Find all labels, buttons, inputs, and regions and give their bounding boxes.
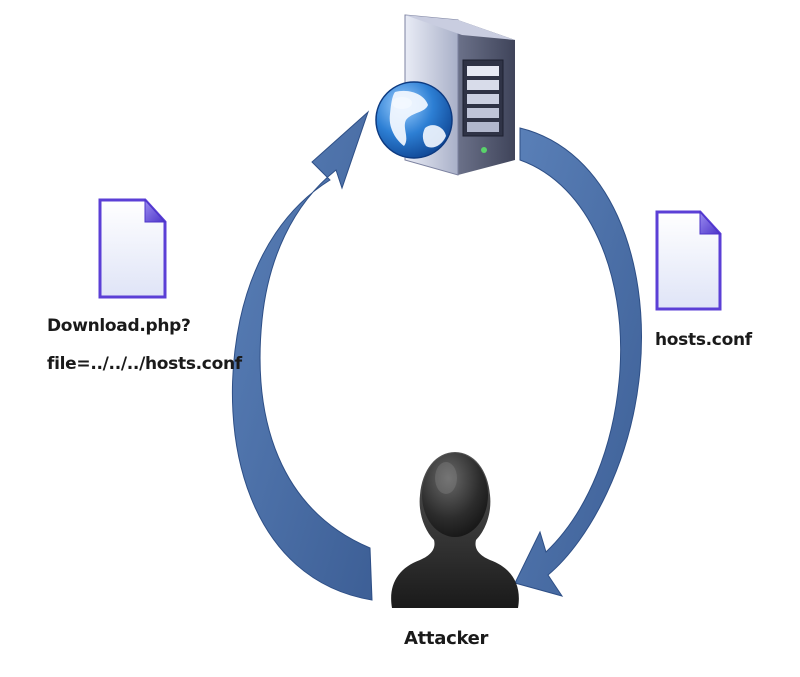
- response-filename-label: hosts.conf: [655, 330, 752, 350]
- request-arrow: [231, 110, 373, 601]
- request-url-line-2: file=../../../hosts.conf: [47, 354, 242, 374]
- request-url-line-1: Download.php?: [47, 316, 191, 336]
- attacker-silhouette-icon: [391, 452, 519, 608]
- attacker-label: Attacker: [404, 628, 489, 649]
- request-document-icon: [98, 198, 167, 299]
- response-arrow: [514, 127, 642, 597]
- web-server-with-globe-icon: [375, 14, 515, 176]
- response-document-icon: [655, 210, 722, 311]
